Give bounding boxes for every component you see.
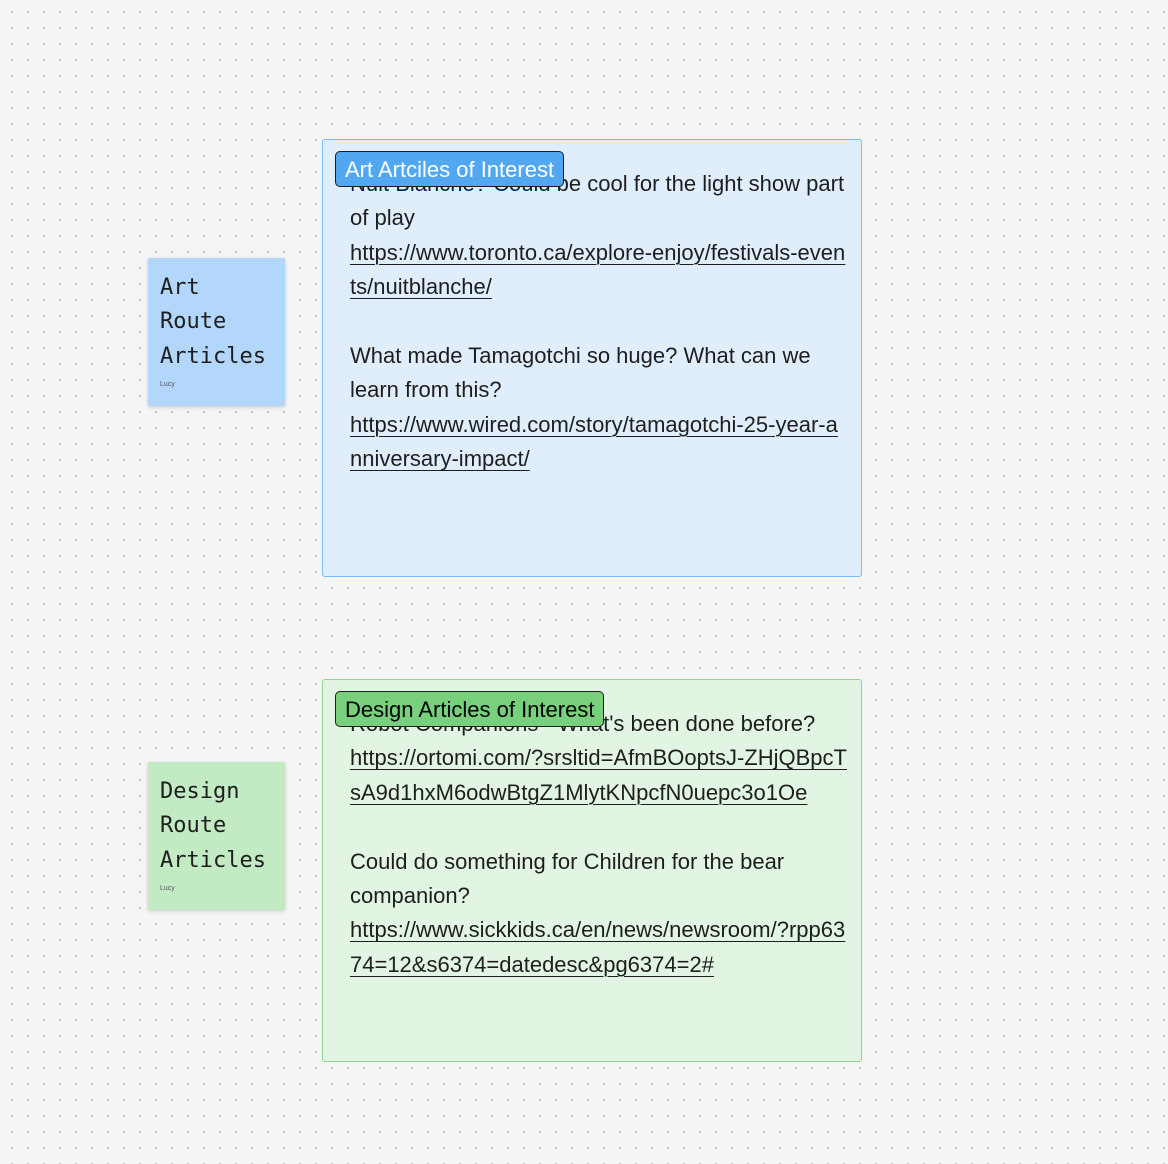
article-link[interactable]: https://ortomi.com/?srsltid=AfmBOoptsJ-Z… <box>350 745 847 805</box>
article-link[interactable]: https://www.sickkids.ca/en/news/newsroom… <box>350 917 846 977</box>
sticky-note-author: Lucy <box>160 884 175 892</box>
sticky-note-title: Design Route Articles <box>160 779 266 873</box>
text-block[interactable]: Robot Companions - What's been done befo… <box>350 707 850 982</box>
article-link[interactable]: https://www.wired.com/story/tamagotchi-2… <box>350 411 838 472</box>
sticky-note-author: Lucy <box>160 380 175 388</box>
article-link[interactable]: https://www.toronto.ca/explore-enjoy/fes… <box>350 239 846 300</box>
text-block[interactable]: Nuit Blanche? Could be cool for the ligh… <box>350 167 850 477</box>
sticky-note-art-route-articles[interactable]: Art Route Articles Lucy <box>148 258 285 406</box>
list-item: Could do something for Children for the … <box>350 845 850 983</box>
sticky-note-design-route-articles[interactable]: Design Route Articles Lucy <box>148 762 285 910</box>
item-text: Could do something for Children for the … <box>350 848 785 909</box>
section-art-articles[interactable]: Art Artciles of Interest Nuit Blanche? C… <box>322 139 862 577</box>
sticky-note-title: Art Route Articles <box>160 275 266 369</box>
list-item: Nuit Blanche? Could be cool for the ligh… <box>350 167 850 305</box>
section-label[interactable]: Art Artciles of Interest <box>335 151 565 187</box>
list-item: What made Tamagotchi so huge? What can w… <box>350 339 850 477</box>
section-design-articles[interactable]: Design Articles of Interest Robot Compan… <box>322 679 862 1062</box>
list-item: Robot Companions - What's been done befo… <box>350 707 850 810</box>
section-label[interactable]: Design Articles of Interest <box>335 691 605 727</box>
item-text: What made Tamagotchi so huge? What can w… <box>350 343 811 403</box>
